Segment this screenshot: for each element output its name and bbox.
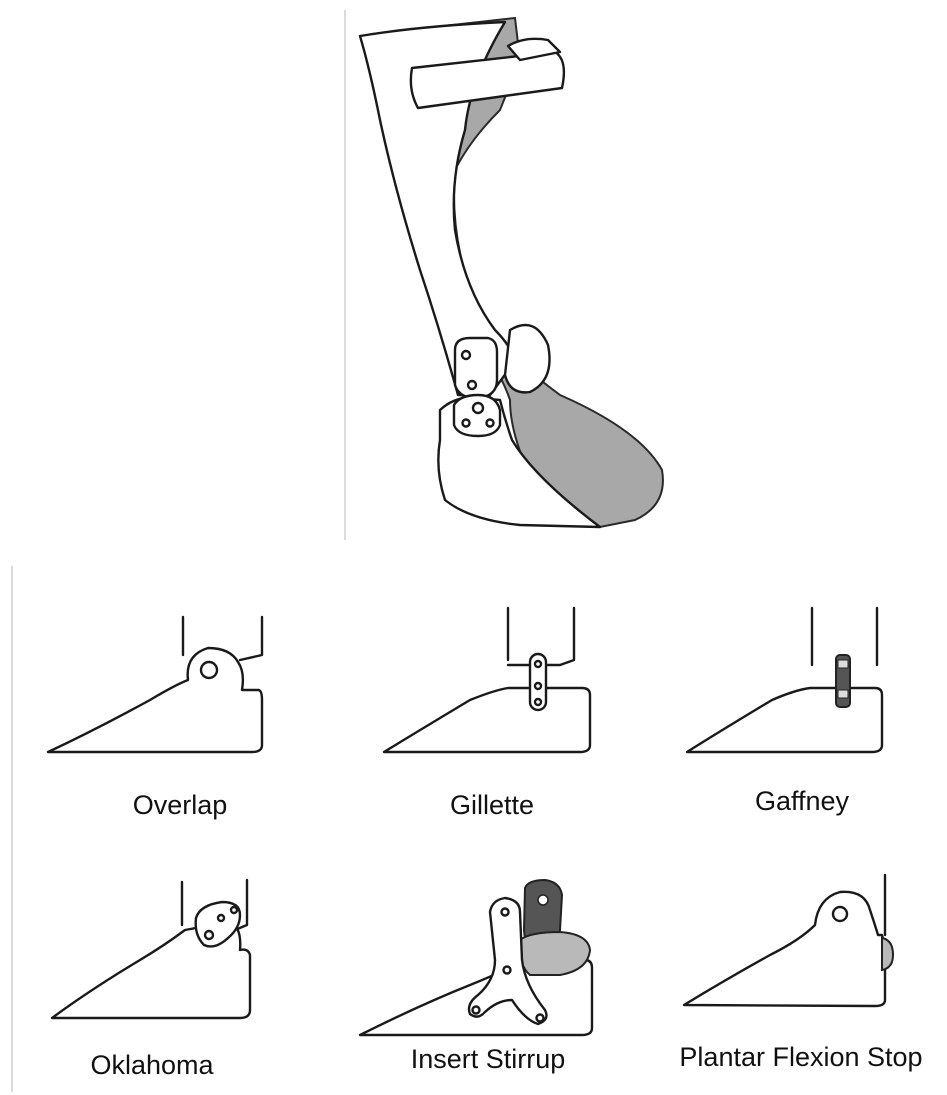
hinged-afo-illustration: [360, 18, 663, 527]
oklahoma-label: Oklahoma: [62, 1050, 242, 1081]
oklahoma-joint-illustration: [52, 880, 250, 1018]
overlap-label: Overlap: [100, 790, 260, 821]
afo-hinge-lower-plate: [454, 395, 500, 436]
afo-malleolus-cup: [505, 325, 550, 392]
insert-stirrup-label: Insert Stirrup: [388, 1044, 588, 1075]
overlap-joint-illustration: [48, 617, 262, 752]
afo-hinge-upper-plate: [455, 338, 497, 398]
insert-stirrup-joint-illustration: [360, 880, 592, 1035]
plantar-flexion-stop-label: Plantar Flexion Stop: [658, 1042, 944, 1073]
gillette-label: Gillette: [412, 790, 572, 821]
afo-hinge-rivet-3: [463, 420, 470, 427]
gaffney-label: Gaffney: [722, 786, 882, 817]
afo-hinge-rivet-2: [468, 381, 476, 389]
afo-hinge-axis: [473, 403, 483, 413]
plantar-flexion-stop-illustration: [684, 875, 893, 1006]
afo-hinge-rivet-1: [462, 351, 470, 359]
gillette-joint-illustration: [384, 608, 590, 752]
gaffney-joint-illustration: [687, 608, 882, 752]
afo-hinge-rivet-4: [487, 420, 494, 427]
